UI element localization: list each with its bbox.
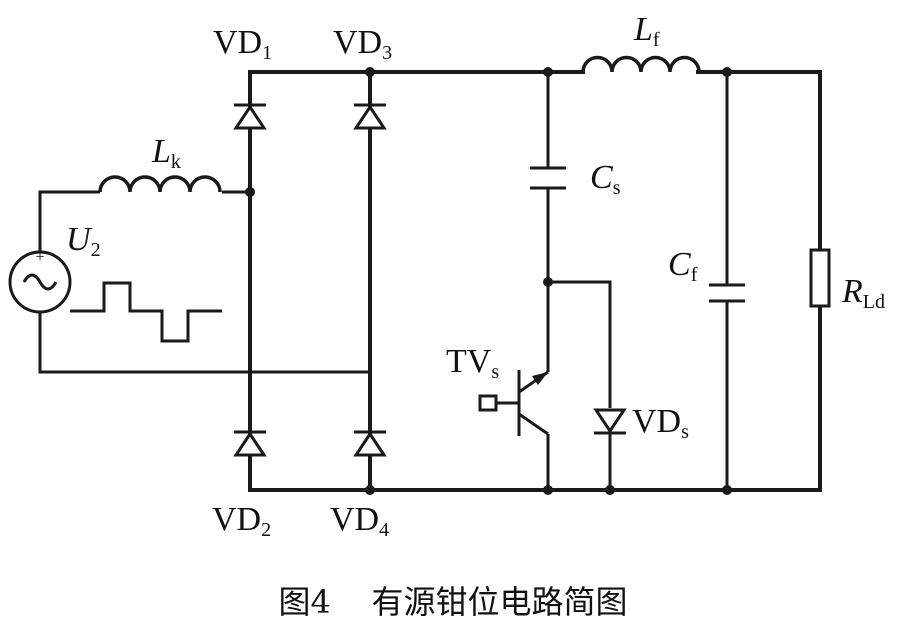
label-u2: U2 bbox=[66, 221, 101, 261]
inductor-lk bbox=[98, 175, 222, 193]
label-vd2: VD2 bbox=[212, 501, 271, 541]
label-vds: VDs bbox=[632, 403, 689, 443]
diode-vd1 bbox=[233, 103, 267, 130]
label-cs: Cs bbox=[590, 159, 621, 199]
resistor-rld bbox=[809, 248, 831, 308]
svg-text:+: + bbox=[35, 249, 44, 266]
label-lf: Lf bbox=[633, 11, 660, 51]
transistor-tvs bbox=[478, 370, 549, 436]
ac-source-u2: + bbox=[8, 249, 72, 314]
label-tvs: TVs bbox=[446, 343, 499, 383]
capacitor-cf bbox=[709, 283, 745, 303]
diode-vd4 bbox=[353, 430, 387, 457]
label-lk: Lk bbox=[151, 133, 181, 173]
diode-vds bbox=[593, 408, 627, 435]
label-vd4: VD4 bbox=[330, 501, 389, 541]
label-vd1: VD1 bbox=[213, 24, 272, 64]
figure-caption: 图4 有源钳位电路简图 bbox=[278, 583, 627, 621]
inductor-lf bbox=[581, 55, 701, 73]
capacitor-cs bbox=[530, 166, 566, 190]
quasi-square-waveform bbox=[70, 281, 222, 343]
diode-vd2 bbox=[233, 430, 267, 457]
diode-vd3 bbox=[353, 103, 387, 130]
label-cf: Cf bbox=[668, 246, 698, 286]
label-rld: RLd bbox=[841, 273, 885, 313]
circuit-wires bbox=[38, 70, 822, 492]
junction-dots bbox=[245, 67, 732, 495]
label-vd3: VD3 bbox=[333, 24, 392, 64]
